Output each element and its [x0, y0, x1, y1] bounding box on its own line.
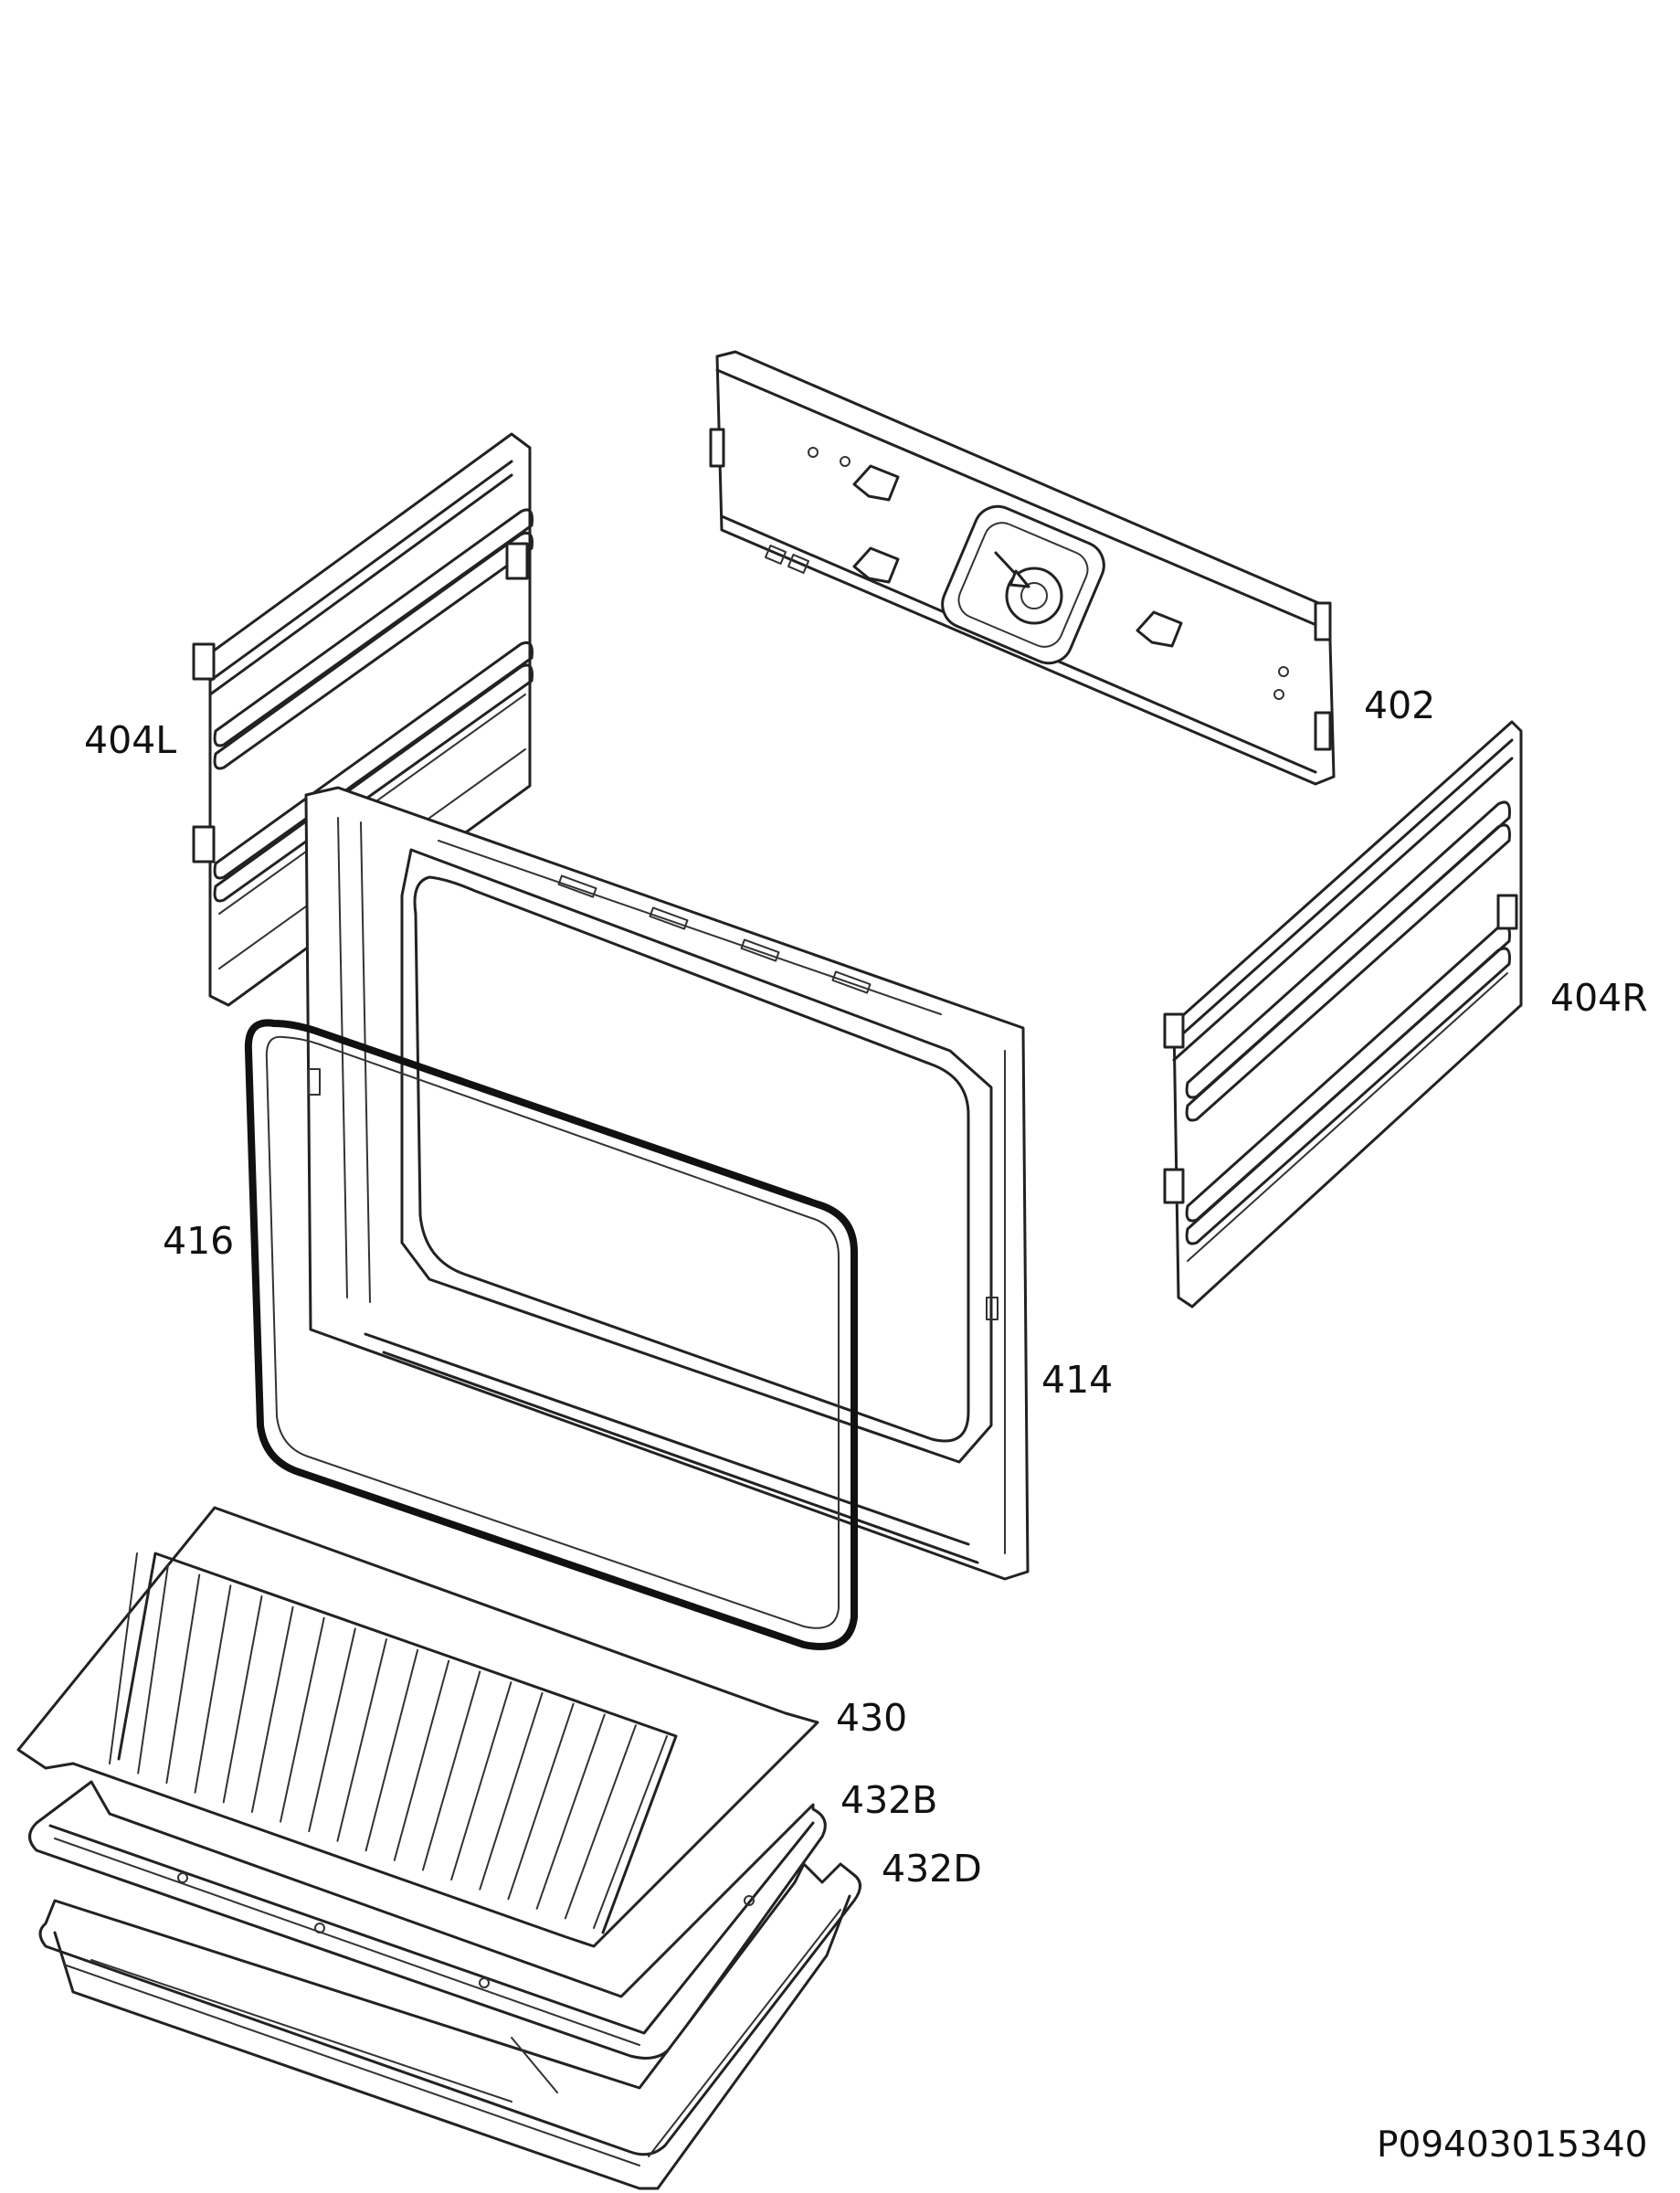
- shelf-wire: [250, 1605, 294, 1813]
- shelf-wire: [137, 1563, 170, 1775]
- shelf-wire: [421, 1670, 481, 1871]
- document-code: P09403015340: [1377, 2124, 1648, 2166]
- shelf-wire: [308, 1627, 356, 1833]
- shelf-wire: [564, 1724, 637, 1920]
- shelf-wire: [593, 1735, 668, 1929]
- shelf-wire: [194, 1584, 232, 1794]
- shelf-wire: [365, 1648, 419, 1852]
- label-430: 430: [836, 1696, 908, 1740]
- shelf-wire-frame: [117, 1552, 678, 1934]
- door-seal-gasket: [244, 1019, 858, 1650]
- shelf-wire: [393, 1659, 450, 1861]
- shelf-wire: [280, 1616, 325, 1823]
- label-414: 414: [1041, 1358, 1114, 1402]
- label-416: 416: [163, 1219, 235, 1263]
- deep-baking-tray: [38, 1862, 861, 2190]
- shelf-wire: [336, 1638, 387, 1842]
- shelf-wire: [507, 1702, 575, 1901]
- rear-panel: [709, 350, 1336, 786]
- label-432D: 432D: [882, 1847, 982, 1891]
- shelf-wire: [165, 1573, 201, 1785]
- shelf-wire: [450, 1681, 512, 1881]
- label-404R: 404R: [1550, 976, 1648, 1020]
- oven-front-frame: [304, 786, 1030, 1581]
- shelf-wire: [535, 1713, 606, 1910]
- label-402: 402: [1364, 683, 1436, 727]
- label-404L: 404L: [84, 718, 177, 762]
- right-shelf-support-rail: [1163, 720, 1523, 1308]
- wire-shelf-grid: [16, 1506, 819, 1948]
- shelf-wire: [109, 1552, 138, 1764]
- shelf-wire: [479, 1691, 544, 1891]
- shelf-wire: [222, 1595, 263, 1804]
- label-432B: 432B: [840, 1778, 938, 1822]
